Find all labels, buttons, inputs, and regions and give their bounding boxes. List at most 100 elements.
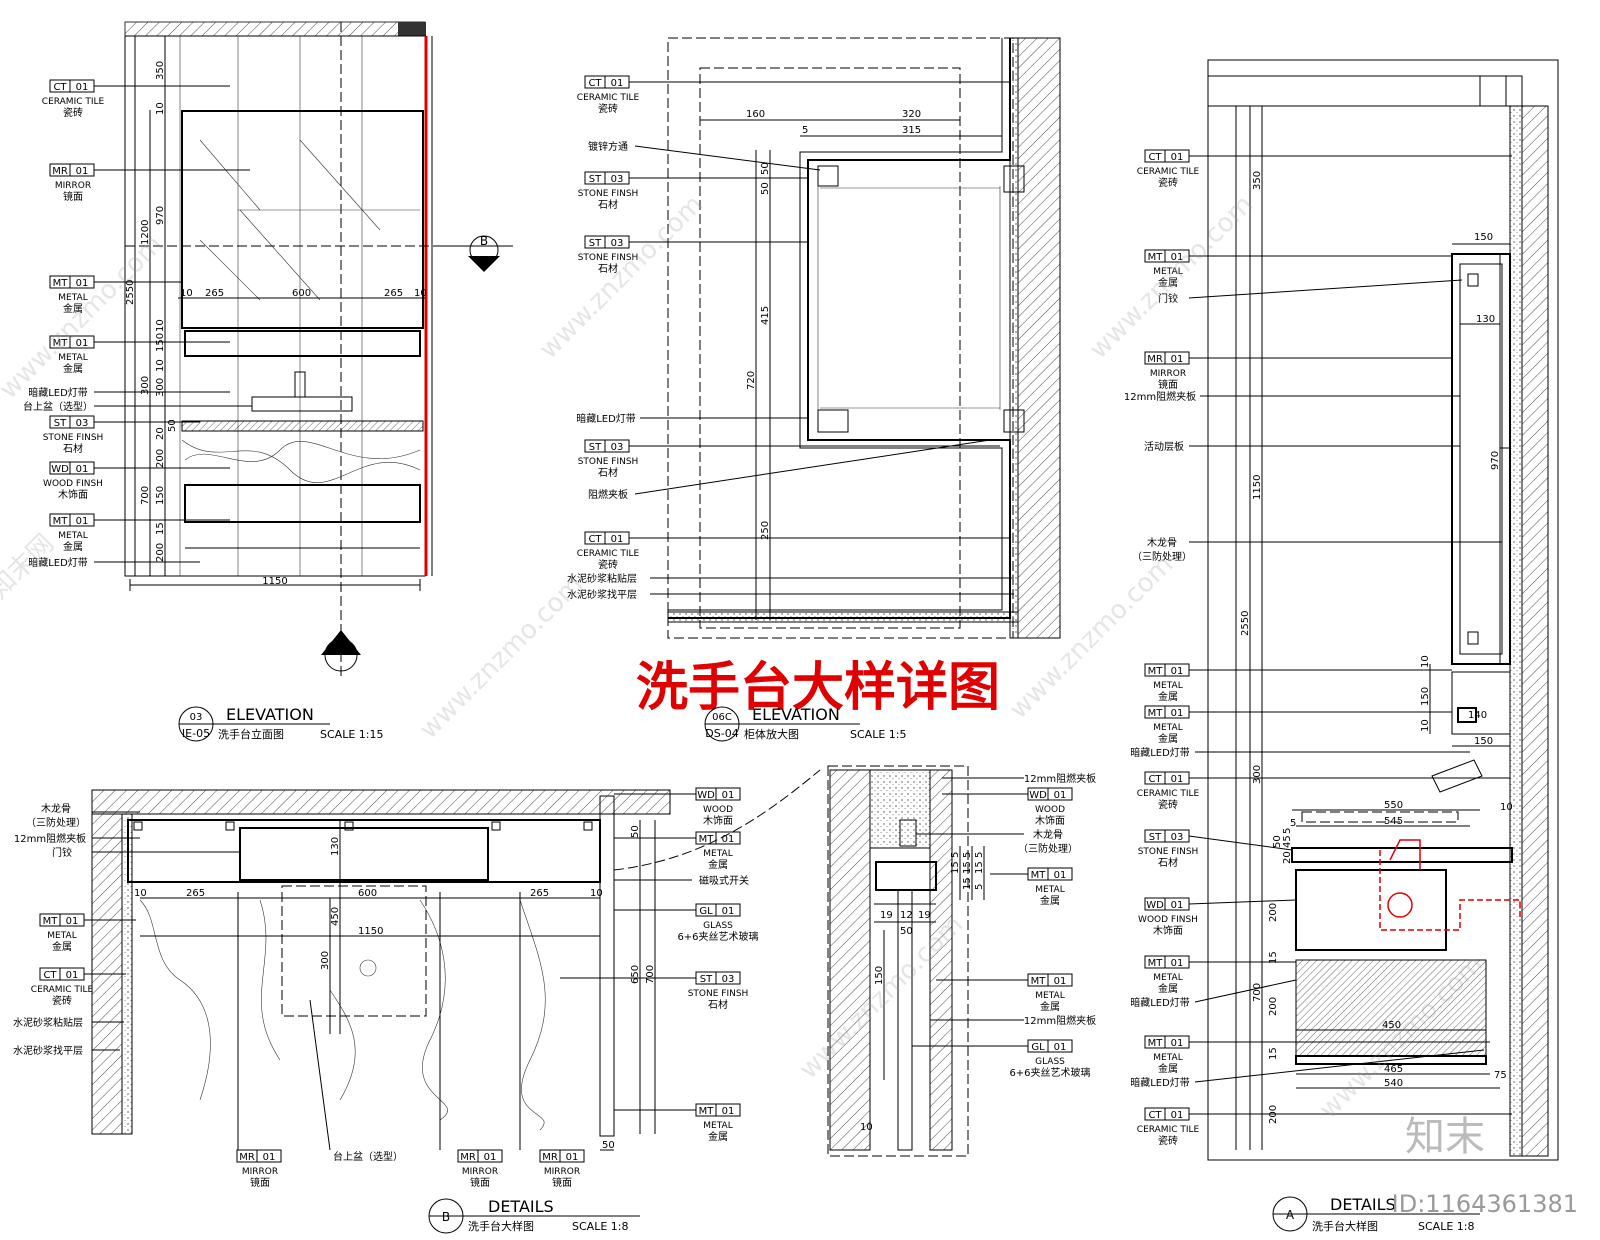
svg-text:ELEVATION: ELEVATION bbox=[226, 705, 314, 724]
dim-250-06c: 250 bbox=[760, 521, 771, 540]
svg-text:GLASS: GLASS bbox=[1035, 1057, 1065, 1067]
elevation-03-view: 1150 10 265 600 265 10 350 10 970 1200 2… bbox=[124, 21, 515, 680]
svg-text:（三防处理）: （三防处理） bbox=[26, 816, 86, 829]
svg-text:www.znzmo.com: www.znzmo.com bbox=[1084, 190, 1259, 365]
svg-text:瓷砖: 瓷砖 bbox=[1158, 176, 1178, 189]
svg-text:265: 265 bbox=[530, 888, 549, 899]
svg-text:01: 01 bbox=[722, 790, 735, 801]
svg-text:01: 01 bbox=[566, 1152, 579, 1163]
svg-text:12: 12 bbox=[900, 910, 913, 921]
dim-5-06c: 5 bbox=[802, 125, 808, 136]
svg-text:SCALE 1:5: SCALE 1:5 bbox=[850, 728, 906, 741]
svg-text:03: 03 bbox=[1171, 832, 1184, 843]
svg-text:12mm阻燃夹板: 12mm阻燃夹板 bbox=[14, 832, 86, 845]
tag-st03-a: ST 03 bbox=[1144, 829, 1190, 843]
svg-text:WD: WD bbox=[697, 790, 715, 801]
svg-text:METAL: METAL bbox=[58, 353, 87, 363]
svg-text:5: 5 bbox=[974, 852, 985, 858]
svg-text:130: 130 bbox=[1476, 314, 1495, 325]
dim-1200-03: 1200 bbox=[140, 220, 151, 245]
svg-text:WD: WD bbox=[1029, 790, 1047, 801]
svg-text:MIRROR: MIRROR bbox=[544, 1167, 580, 1177]
svg-text:门铰: 门铰 bbox=[1158, 292, 1178, 305]
svg-text:03: 03 bbox=[76, 418, 89, 429]
svg-text:5: 5 bbox=[1282, 828, 1293, 834]
svg-text:10: 10 bbox=[860, 1122, 873, 1133]
svg-text:12mm阻燃夹板: 12mm阻燃夹板 bbox=[1124, 390, 1196, 403]
dim-2550-03: 2550 bbox=[125, 280, 136, 305]
svg-text:A: A bbox=[1286, 1208, 1295, 1222]
svg-text:01: 01 bbox=[611, 78, 624, 89]
svg-text:暗藏LED灯带: 暗藏LED灯带 bbox=[28, 556, 88, 569]
drawing-main-title: 洗手台大样详图 bbox=[636, 658, 1000, 718]
svg-text:金属: 金属 bbox=[63, 362, 83, 375]
svg-text:MT: MT bbox=[1148, 666, 1164, 677]
svg-text:MT: MT bbox=[43, 916, 59, 927]
svg-text:200: 200 bbox=[1268, 997, 1279, 1016]
svg-text:METAL: METAL bbox=[58, 293, 87, 303]
svg-text:瓷砖: 瓷砖 bbox=[598, 558, 618, 571]
tag-wd01-b: WD 01 bbox=[695, 787, 741, 801]
svg-text:WOOD: WOOD bbox=[1035, 805, 1065, 815]
svg-text:465: 465 bbox=[1384, 1064, 1403, 1075]
svg-text:CT: CT bbox=[43, 970, 57, 981]
svg-text:150: 150 bbox=[1420, 687, 1431, 706]
svg-text:www.znzmo.com: www.znzmo.com bbox=[534, 190, 709, 365]
dim-10b-03: 10 bbox=[155, 319, 166, 332]
svg-text:ST: ST bbox=[1149, 832, 1162, 843]
svg-text:MT: MT bbox=[53, 516, 69, 527]
dim-720-06c: 720 bbox=[746, 371, 757, 390]
svg-text:（三防处理）: （三防处理） bbox=[1018, 842, 1078, 855]
svg-text:METAL: METAL bbox=[1153, 723, 1182, 733]
svg-text:石材: 石材 bbox=[708, 998, 728, 1011]
tag-mt01-b-b: MT 01 bbox=[695, 831, 741, 845]
svg-text:镜面: 镜面 bbox=[552, 1176, 572, 1189]
svg-text:金属: 金属 bbox=[1158, 276, 1178, 289]
svg-text:MR: MR bbox=[52, 166, 68, 177]
dim-h265a-03: 265 bbox=[205, 288, 224, 299]
svg-text:木饰面: 木饰面 bbox=[58, 488, 88, 501]
dim-200a-03: 200 bbox=[155, 449, 166, 468]
svg-text:MT: MT bbox=[699, 834, 715, 845]
svg-text:2550: 2550 bbox=[1240, 611, 1251, 636]
svg-text:暗藏LED灯带: 暗藏LED灯带 bbox=[1130, 996, 1190, 1009]
image-id-label: ID:1164361381 bbox=[1392, 1190, 1578, 1218]
svg-text:IE-05: IE-05 bbox=[182, 727, 210, 740]
svg-text:ST: ST bbox=[589, 238, 602, 249]
svg-text:METAL: METAL bbox=[1153, 267, 1182, 277]
dim-15-03: 15 bbox=[155, 522, 166, 535]
svg-text:01: 01 bbox=[1171, 958, 1184, 969]
svg-text:MIRROR: MIRROR bbox=[242, 1167, 278, 1177]
section-marker-b-label: B bbox=[480, 234, 488, 248]
svg-text:B: B bbox=[442, 1210, 450, 1224]
svg-text:SCALE 1:8: SCALE 1:8 bbox=[572, 1220, 628, 1233]
svg-text:650: 650 bbox=[630, 965, 641, 984]
svg-text:01: 01 bbox=[722, 834, 735, 845]
svg-text:50: 50 bbox=[630, 825, 641, 838]
svg-text:水泥砂浆找平层: 水泥砂浆找平层 bbox=[13, 1044, 83, 1057]
svg-text:洗手台立面图: 洗手台立面图 bbox=[218, 727, 284, 741]
svg-text:5: 5 bbox=[974, 884, 985, 890]
svg-text:150: 150 bbox=[1474, 232, 1493, 243]
dim-50b-06c: 50 bbox=[760, 182, 771, 195]
svg-text:门铰: 门铰 bbox=[52, 846, 72, 859]
dim-h10b-03: 10 bbox=[414, 288, 427, 299]
svg-text:10: 10 bbox=[1500, 802, 1513, 813]
dim-970-03: 970 bbox=[155, 206, 166, 225]
title-block-b: B DETAILS 洗手台大样图 SCALE 1:8 bbox=[428, 1197, 640, 1234]
svg-text:10: 10 bbox=[590, 888, 603, 899]
details-a-view: 350 1150 2550 300 700 150 130 970 10 150… bbox=[1207, 59, 1559, 1161]
svg-text:5: 5 bbox=[1290, 818, 1296, 829]
svg-text:金属: 金属 bbox=[63, 302, 83, 315]
svg-text:WOOD FINSH: WOOD FINSH bbox=[43, 479, 103, 489]
svg-text:01: 01 bbox=[1171, 152, 1184, 163]
svg-text:瓷砖: 瓷砖 bbox=[1158, 798, 1178, 811]
